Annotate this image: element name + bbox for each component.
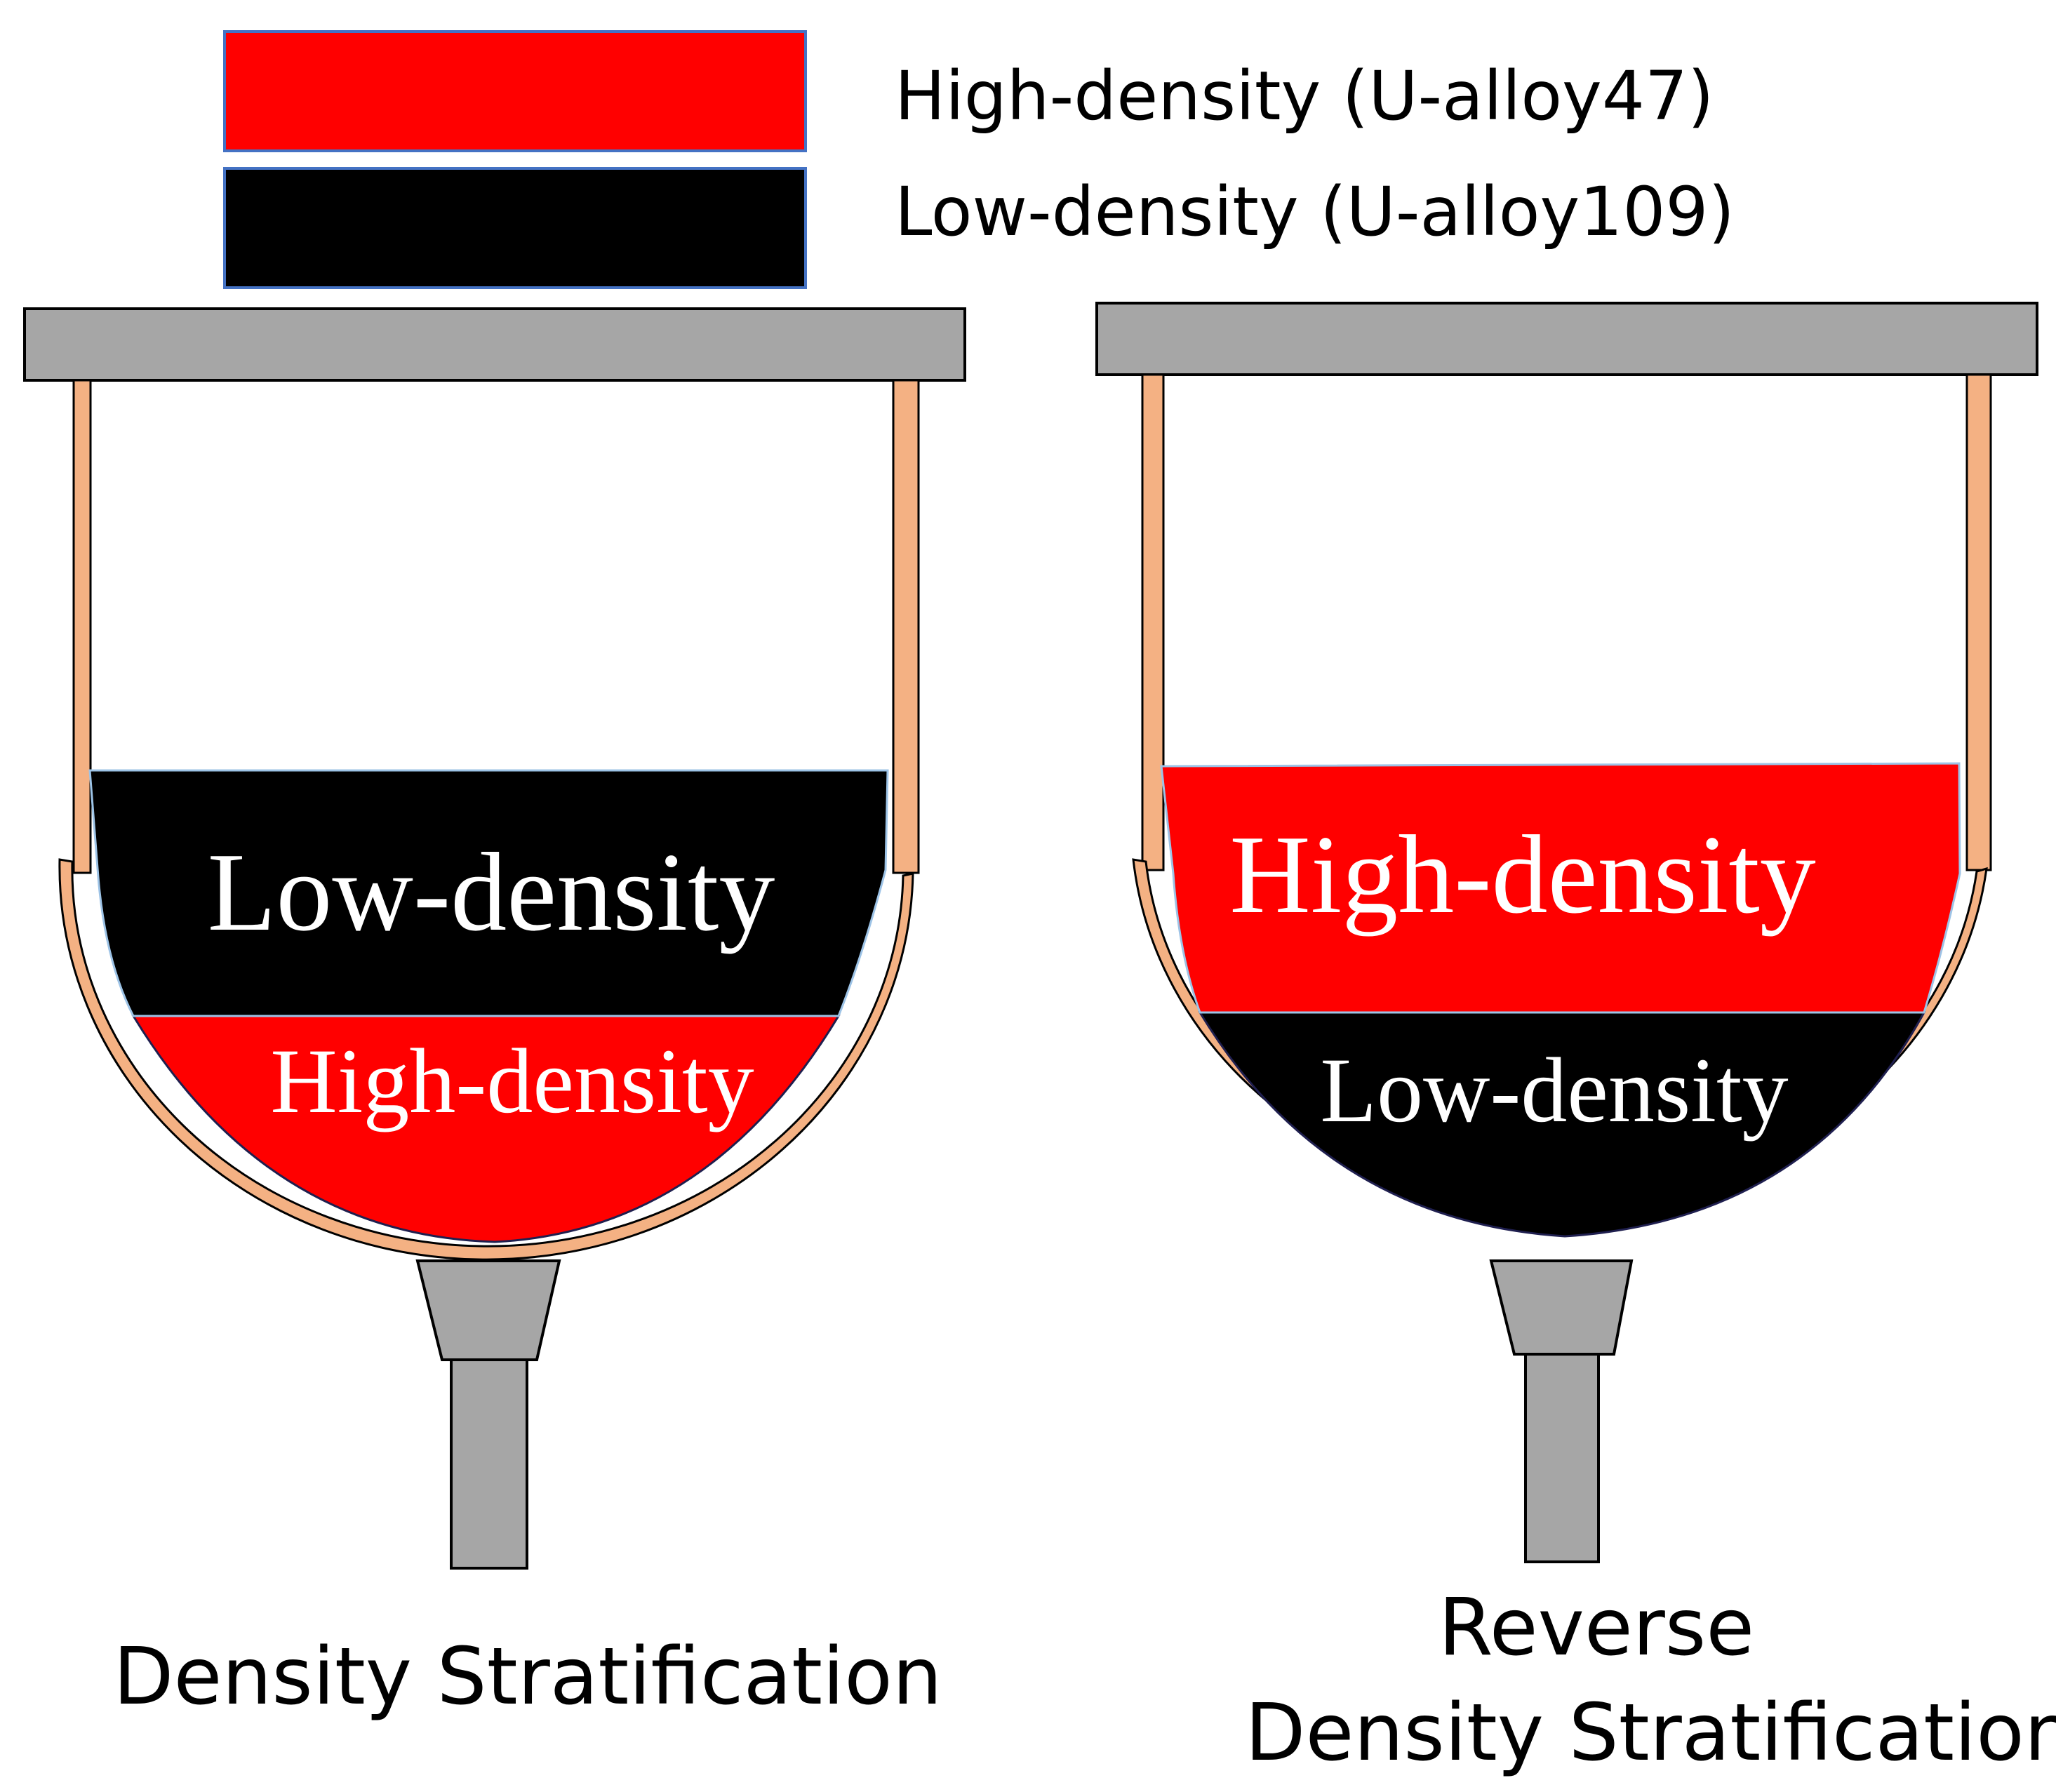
right-high-density-layer xyxy=(1160,762,1961,1014)
left-crucible-bowl xyxy=(58,858,914,1261)
left-bottom-layer-label: High-density xyxy=(270,1029,754,1132)
left-caption: Density Stratification xyxy=(113,1631,942,1723)
left-crucible-wall-left xyxy=(72,379,92,874)
right-low-density-layer xyxy=(1198,1011,1926,1238)
right-caption-line1: Reverse xyxy=(1438,1582,1754,1673)
legend-swatch-high-density xyxy=(223,30,807,152)
left-crucible-outlet-pipe xyxy=(450,1358,528,1570)
left-crucible-wall-right xyxy=(892,379,920,874)
right-caption-line2: Density Stratification xyxy=(1245,1687,2056,1779)
right-crucible-lid xyxy=(1095,302,2038,376)
right-crucible-outlet-pipe xyxy=(1524,1353,1600,1563)
right-crucible-wall-left xyxy=(1141,373,1165,871)
right-top-layer-label: High-density xyxy=(1229,812,1815,937)
legend: High-density (U-alloy47) Low-density (U-… xyxy=(223,30,1735,289)
left-crucible-lid xyxy=(23,307,966,382)
left-high-density-layer xyxy=(131,1015,841,1243)
legend-label-high-density: High-density (U-alloy47) xyxy=(895,57,1714,135)
legend-label-low-density: Low-density (U-alloy109) xyxy=(895,173,1735,251)
right-crucible-funnel xyxy=(1489,1259,1634,1356)
left-top-layer-label: Low-density xyxy=(208,829,775,954)
right-crucible: High-density Low-density xyxy=(1095,302,2038,1563)
left-crucible-funnel xyxy=(415,1259,561,1361)
right-bottom-layer-label: Low-density xyxy=(1320,1038,1788,1142)
right-crucible-wall-right xyxy=(1965,373,1992,871)
left-crucible: Low-density High-density xyxy=(23,307,966,1570)
left-low-density-layer xyxy=(88,769,889,1017)
legend-swatch-low-density xyxy=(223,167,807,289)
